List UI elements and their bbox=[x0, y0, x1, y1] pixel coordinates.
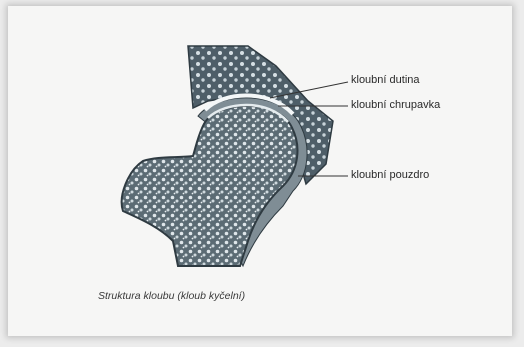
figure-caption: Struktura kloubu (kloub kyčelní) bbox=[98, 290, 245, 302]
label-joint-cartilage: kloubní chrupavka bbox=[351, 99, 440, 111]
label-joint-capsule: kloubní pouzdro bbox=[351, 169, 429, 181]
label-joint-cavity: kloubní dutina bbox=[351, 74, 420, 86]
hip-joint-illustration bbox=[8, 6, 512, 336]
femur-bone bbox=[122, 106, 298, 266]
illustration-card: kloubní dutina kloubní chrupavka kloubní… bbox=[8, 6, 512, 336]
